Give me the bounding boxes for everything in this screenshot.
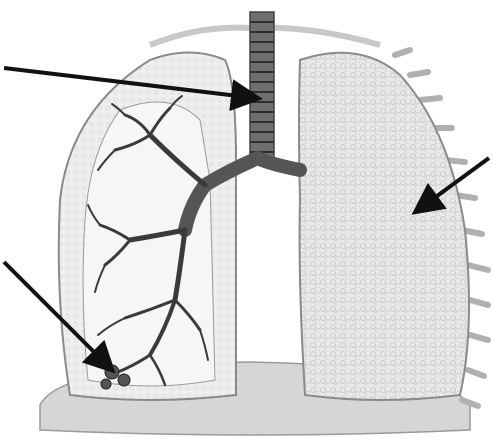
right-lung (299, 53, 469, 400)
left-lung-cutaway (83, 102, 215, 386)
main-bronchus-right (262, 160, 300, 170)
trachea (250, 12, 274, 162)
